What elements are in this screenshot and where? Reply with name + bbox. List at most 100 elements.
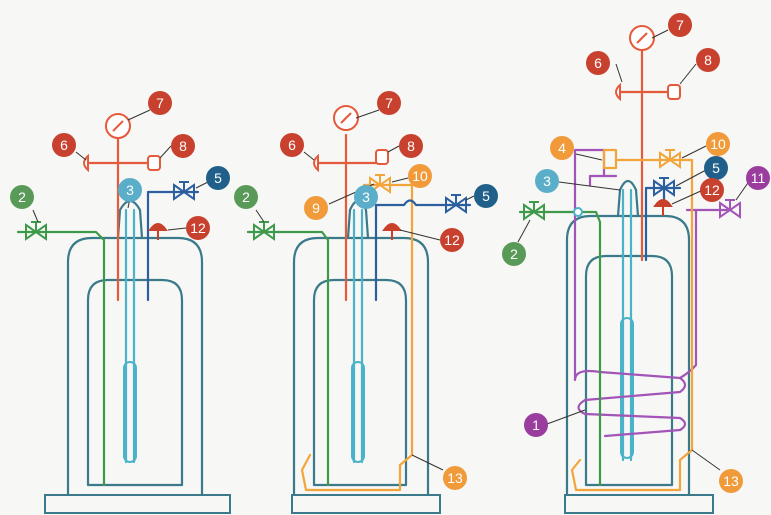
callout-badge-label: 5 — [712, 160, 720, 176]
fill-junction — [573, 207, 583, 217]
callout-badge-circle — [118, 178, 142, 202]
relief-valve-icon — [148, 223, 168, 240]
callout-badge-2: 2 — [10, 185, 34, 209]
callout-badge-7: 7 — [148, 91, 172, 115]
callout-badge-label: 6 — [288, 137, 296, 153]
callout-badge-circle — [696, 48, 720, 72]
liquid-valve-icon — [173, 181, 195, 200]
callout-badge-circle — [377, 91, 401, 115]
neck-outer — [616, 179, 640, 218]
callout-badge-label: 10 — [412, 168, 428, 184]
callout-badge-label: 7 — [156, 95, 164, 111]
callout-badge-circle — [408, 164, 432, 188]
callout-badge-label: 13 — [447, 470, 463, 486]
callout-badge-6: 6 — [280, 133, 304, 157]
callout-badge-label: 9 — [312, 200, 320, 216]
vent-line — [316, 133, 380, 302]
inner-vessel — [584, 254, 674, 487]
tank-diagram-3 — [518, 25, 741, 514]
callout-badge-1: 1 — [524, 413, 548, 437]
callout-badge-circle — [700, 178, 724, 202]
pressure-gauge-icon — [105, 113, 131, 139]
liquid-valve-icon — [445, 194, 467, 213]
base-plate — [44, 494, 231, 514]
fill-line — [518, 210, 602, 487]
callout-badge-9: 9 — [304, 196, 328, 220]
callout-badge-11: 11 — [746, 166, 770, 190]
relief-device-left — [615, 82, 621, 102]
neck-outer — [116, 199, 144, 240]
callout-badge-circle — [443, 466, 467, 490]
callout-badge-label: 8 — [704, 52, 712, 68]
heat-exchange-coil — [573, 148, 732, 438]
callout-badge-circle — [535, 169, 559, 193]
relief-device-right — [667, 84, 681, 100]
callout-badge-12: 12 — [700, 178, 724, 202]
callout-badge-label: 2 — [510, 246, 518, 262]
sensor-probe — [351, 361, 365, 463]
callout-badge-circle — [550, 136, 574, 160]
callout-badge-circle — [586, 51, 610, 75]
callout-badge-5: 5 — [474, 184, 498, 208]
callout-badge-8: 8 — [399, 134, 423, 158]
supply-line — [570, 148, 694, 492]
callout-badge-7: 7 — [668, 13, 692, 37]
callout-badge-label: 7 — [676, 17, 684, 33]
callout-badge-circle — [354, 185, 378, 209]
callout-badge-circle — [10, 185, 34, 209]
pressure-gauge-icon — [333, 105, 359, 131]
vent-line — [616, 46, 672, 262]
base-plate — [564, 494, 714, 514]
coil-valve-icon — [719, 199, 741, 218]
callout-badge-circle — [440, 228, 464, 252]
callout-badge-8: 8 — [171, 134, 195, 158]
callout-badge-5: 5 — [704, 156, 728, 180]
callout-badge-circle — [474, 184, 498, 208]
callout-badge-label: 3 — [543, 173, 551, 189]
outer-vessel — [565, 214, 691, 497]
relief-device-left — [83, 153, 89, 173]
callout-badge-label: 3 — [126, 182, 134, 198]
callout-badge-circle — [186, 216, 210, 240]
callout-badge-3: 3 — [118, 178, 142, 202]
callout-badge-circle — [746, 166, 770, 190]
callout-badge-label: 5 — [482, 188, 490, 204]
callout-badge-12: 12 — [440, 228, 464, 252]
callout-badge-circle — [171, 134, 195, 158]
inner-tube — [621, 188, 633, 462]
callout-badge-13: 13 — [443, 466, 467, 490]
relief-device-left — [313, 153, 319, 173]
callout-badge-12: 12 — [186, 216, 210, 240]
callout-badge-label: 7 — [385, 95, 393, 111]
callout-badge-13: 13 — [719, 469, 743, 493]
callout-badge-3: 3 — [535, 169, 559, 193]
callout-badge-4: 4 — [550, 136, 574, 160]
callout-badge-6: 6 — [586, 51, 610, 75]
callout-badge-3: 3 — [354, 185, 378, 209]
callout-badge-label: 12 — [190, 220, 206, 236]
callout-badge-label: 8 — [407, 138, 415, 154]
callout-badge-circle — [280, 133, 304, 157]
relief-valve-icon — [653, 199, 673, 216]
base-plate — [291, 494, 441, 514]
callout-badge-label: 3 — [362, 189, 370, 205]
callout-badge-circle — [52, 133, 76, 157]
callout-badge-circle — [502, 242, 526, 266]
callout-badge-label: 2 — [242, 189, 250, 205]
relief-valve-icon — [382, 223, 402, 240]
pressure-gauge-icon — [629, 25, 655, 51]
inner-tube — [352, 208, 364, 464]
fill-valve-icon — [25, 221, 47, 240]
sensor-probe — [620, 317, 634, 459]
callout-badge-5: 5 — [206, 166, 230, 190]
fill-line — [16, 230, 106, 487]
callout-badge-circle — [234, 185, 258, 209]
callout-badge-label: 12 — [704, 182, 720, 198]
callout-badge-label: 11 — [751, 170, 766, 186]
callout-badge-circle — [399, 134, 423, 158]
callout-badge-label: 8 — [179, 138, 187, 154]
callout-badge-label: 10 — [710, 136, 726, 152]
callout-badge-10: 10 — [408, 164, 432, 188]
fill-line — [246, 230, 330, 487]
